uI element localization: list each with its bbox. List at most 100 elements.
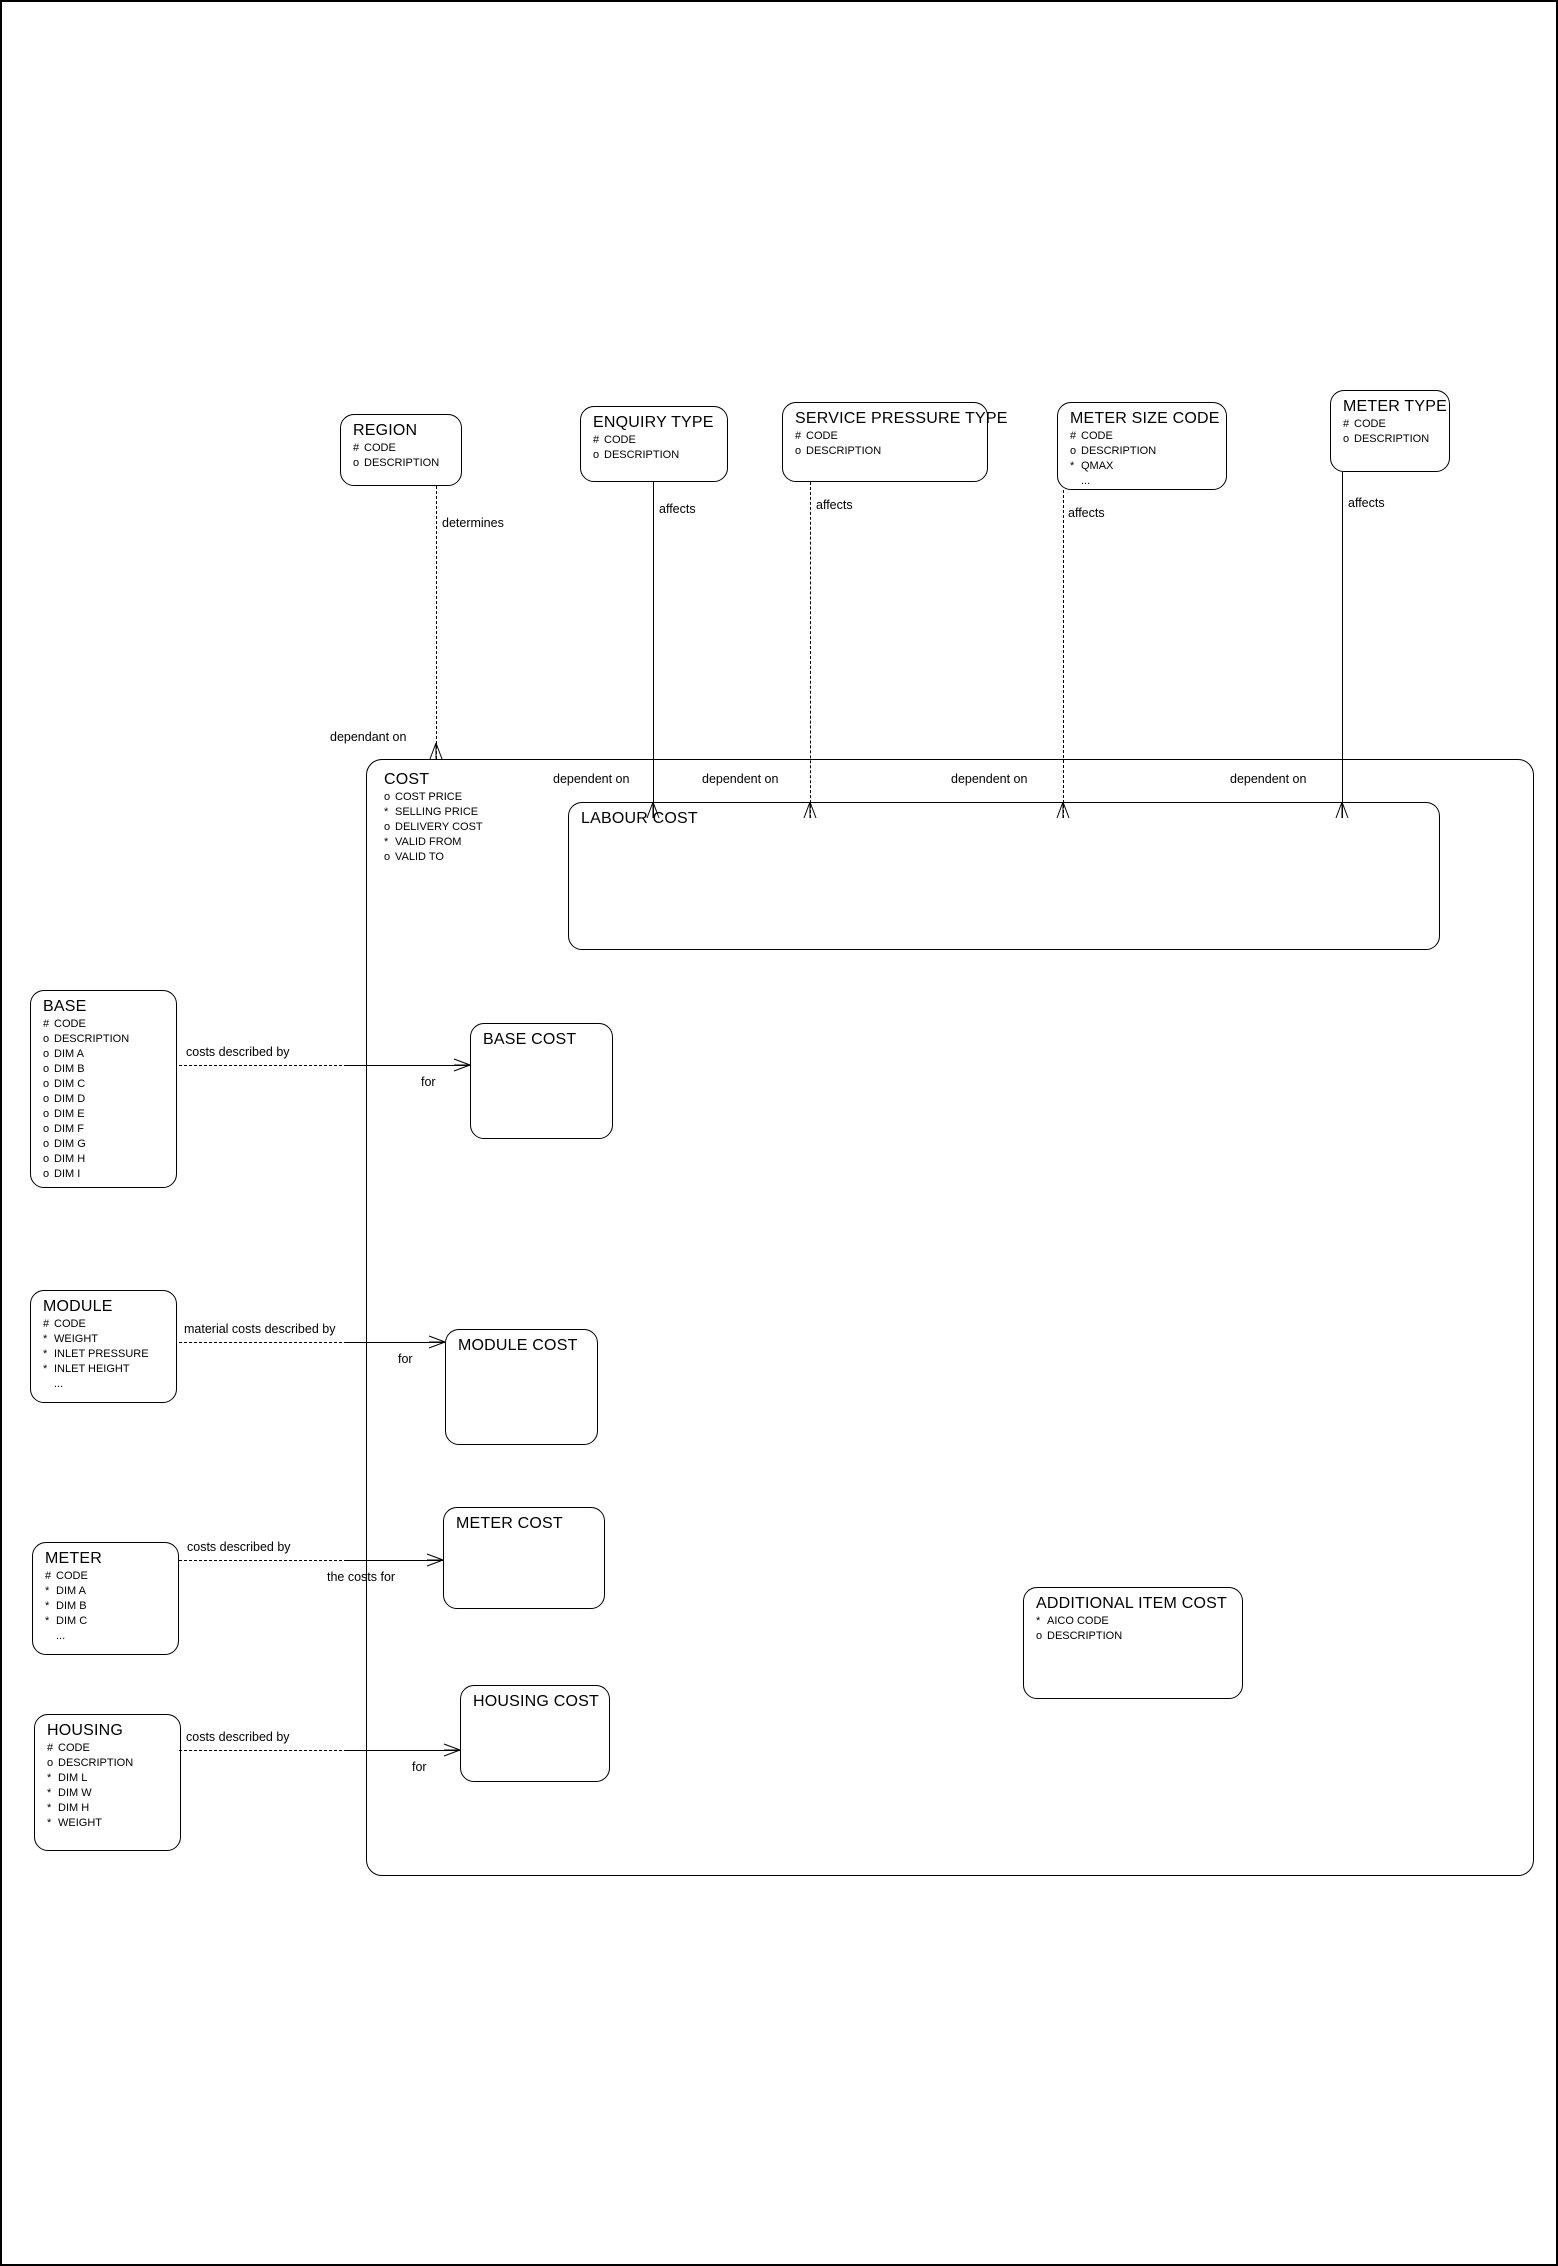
attr-marker: *: [47, 1787, 52, 1799]
attr-marker: o: [43, 1168, 50, 1180]
attribute-row: *QMAX: [1070, 459, 1216, 474]
attr-marker: #: [1070, 430, 1077, 442]
connector-meter-type-to-labour: [1342, 472, 1343, 818]
attr-name: WEIGHT: [54, 1333, 98, 1345]
attr-name: CODE: [1081, 430, 1113, 442]
attribute-row: *WEIGHT: [43, 1332, 166, 1347]
attr-marker: #: [593, 434, 600, 446]
attribute-row: o DIM C: [43, 1077, 166, 1092]
attr-marker: o: [43, 1153, 50, 1165]
attribute-row: o DESCRIPTION: [353, 456, 451, 471]
connector-base-to-cost-solid: [347, 1065, 470, 1066]
entity-labour-cost[interactable]: LABOUR COST: [568, 802, 1440, 950]
attr-marker: #: [47, 1742, 54, 1754]
entity-name: MODULE: [43, 1298, 113, 1315]
label-cost-dependant-on: dependant on: [330, 730, 407, 744]
attribute-row: #CODE: [43, 1317, 166, 1332]
entity-name: METER: [45, 1550, 102, 1567]
connector-module-to-cost-dashed: [179, 1342, 347, 1343]
attr-name: QMAX: [1081, 460, 1114, 472]
attr-name: DIM A: [56, 1585, 86, 1597]
attr-name: DIM D: [54, 1093, 86, 1105]
attr-marker: o: [43, 1048, 50, 1060]
attr-name: DESCRIPTION: [364, 457, 440, 469]
connector-meter-to-cost-solid: [347, 1560, 443, 1561]
attr-name: CODE: [54, 1018, 86, 1030]
connector-meter-to-cost-dashed: [179, 1560, 347, 1561]
entity-name: COST: [384, 771, 430, 788]
attr-marker: *: [45, 1600, 50, 1612]
attr-marker: #: [45, 1570, 52, 1582]
entity-module-cost[interactable]: MODULE COST: [445, 1329, 598, 1445]
attr-marker: #: [353, 442, 360, 454]
attr-name: WEIGHT: [58, 1817, 102, 1829]
attribute-row: # CODE: [593, 433, 717, 448]
attribute-row: *DIM C: [45, 1614, 168, 1629]
attr-name: DIM L: [58, 1772, 88, 1784]
attr-marker: *: [47, 1772, 52, 1784]
attr-name: DIM H: [58, 1802, 90, 1814]
entity-meter-cost[interactable]: METER COST: [443, 1507, 605, 1609]
attribute-row: *VALID FROM: [384, 835, 522, 850]
attr-marker: o: [353, 457, 360, 469]
entity-module[interactable]: MODULE #CODE *WEIGHT *INLET PRESSURE *IN…: [30, 1290, 177, 1403]
attribute-row: *DIM A: [45, 1584, 168, 1599]
attribute-row: #CODE: [353, 441, 451, 456]
attr-name: DIM B: [54, 1063, 85, 1075]
attr-marker: o: [43, 1078, 50, 1090]
attribute-row: #CODE: [795, 429, 977, 444]
entity-name: MODULE COST: [458, 1337, 578, 1354]
attr-name: DIM F: [54, 1123, 84, 1135]
attribute-row: #CODE: [43, 1017, 166, 1032]
attr-name: CODE: [1354, 418, 1386, 430]
attr-name: DIM C: [54, 1078, 86, 1090]
label-housing-costs-described-by: costs described by: [186, 1730, 290, 1744]
attribute-row: *DIM H: [47, 1801, 170, 1816]
entity-meter[interactable]: METER #CODE *DIM A *DIM B *DIM C ...: [32, 1542, 179, 1655]
entity-housing-cost[interactable]: HOUSING COST: [460, 1685, 610, 1782]
entity-name: BASE COST: [483, 1031, 577, 1048]
entity-name: REGION: [353, 422, 418, 439]
attribute-row: #CODE: [47, 1741, 170, 1756]
attr-name: ...: [54, 1378, 64, 1390]
label-base-costs-described-by: costs described by: [186, 1045, 290, 1059]
attr-marker: *: [1036, 1615, 1041, 1627]
label-labour-dependent-on-2: dependent on: [702, 772, 779, 786]
entity-region[interactable]: REGION #CODE o DESCRIPTION: [340, 414, 462, 486]
attr-marker: o: [1036, 1630, 1043, 1642]
attribute-row: * SELLING PRICE: [384, 805, 522, 820]
attr-name: CODE: [56, 1570, 88, 1582]
entity-base-cost[interactable]: BASE COST: [470, 1023, 613, 1139]
attribute-row: *AICO CODE: [1036, 1614, 1232, 1629]
entity-cost[interactable]: [366, 759, 1534, 1876]
attr-marker: o: [1343, 433, 1350, 445]
attr-marker: o: [1070, 445, 1077, 457]
label-meter-type-affects: affects: [1348, 496, 1385, 510]
attribute-row: ...: [43, 1377, 166, 1392]
attribute-row: ...: [1070, 474, 1216, 489]
attr-marker: #: [795, 430, 802, 442]
attribute-row: *INLET HEIGHT: [43, 1362, 166, 1377]
attr-name: CODE: [604, 434, 636, 446]
attr-marker: #: [43, 1318, 50, 1330]
attr-name: SELLING PRICE: [395, 806, 479, 818]
attr-marker: *: [384, 806, 389, 818]
